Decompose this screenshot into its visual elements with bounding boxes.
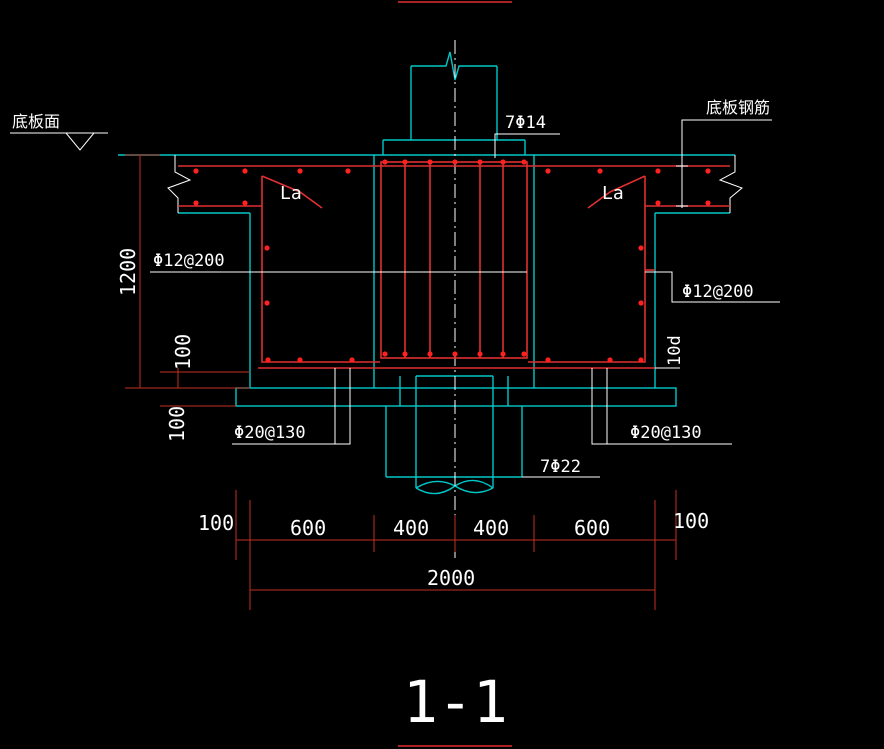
top-bars-label: 7Φ14	[505, 113, 546, 133]
dim-seg-6: 100	[673, 509, 709, 533]
bottom-right-label: Φ20@130	[630, 423, 702, 443]
stirrup-left-label: Φ12@200	[153, 251, 225, 271]
dim-seg-1: 100	[198, 511, 234, 535]
dim-total: 2000	[427, 566, 475, 590]
dim-height-main: 1200	[116, 248, 140, 296]
stirrup-right-label: Φ12@200	[682, 282, 754, 302]
rebar-cage	[178, 161, 730, 369]
section-title: 1-1	[403, 668, 508, 736]
anchor-left-label: La	[280, 183, 302, 204]
slab-surface-label: 底板面	[12, 112, 60, 131]
anchor-right-label: La	[602, 183, 624, 204]
bottom-left-label: Φ20@130	[234, 423, 306, 443]
dim-seg-2: 600	[290, 516, 326, 540]
concrete-outline	[118, 51, 735, 495]
hook-length-label: 10d	[665, 335, 685, 366]
break-lines	[167, 40, 743, 560]
dimension-lines	[125, 154, 677, 610]
leader-lines	[10, 119, 780, 478]
slab-rebar-label: 底板钢筋	[706, 98, 770, 117]
dim-cushion-bottom: 100	[165, 406, 189, 442]
dim-seg-3: 400	[393, 516, 429, 540]
dim-cushion-top: 100	[171, 334, 195, 370]
dim-seg-5: 600	[574, 516, 610, 540]
pile-bars-label: 7Φ22	[540, 457, 581, 477]
rebar-dots	[193, 159, 711, 363]
dim-seg-4: 400	[473, 516, 509, 540]
